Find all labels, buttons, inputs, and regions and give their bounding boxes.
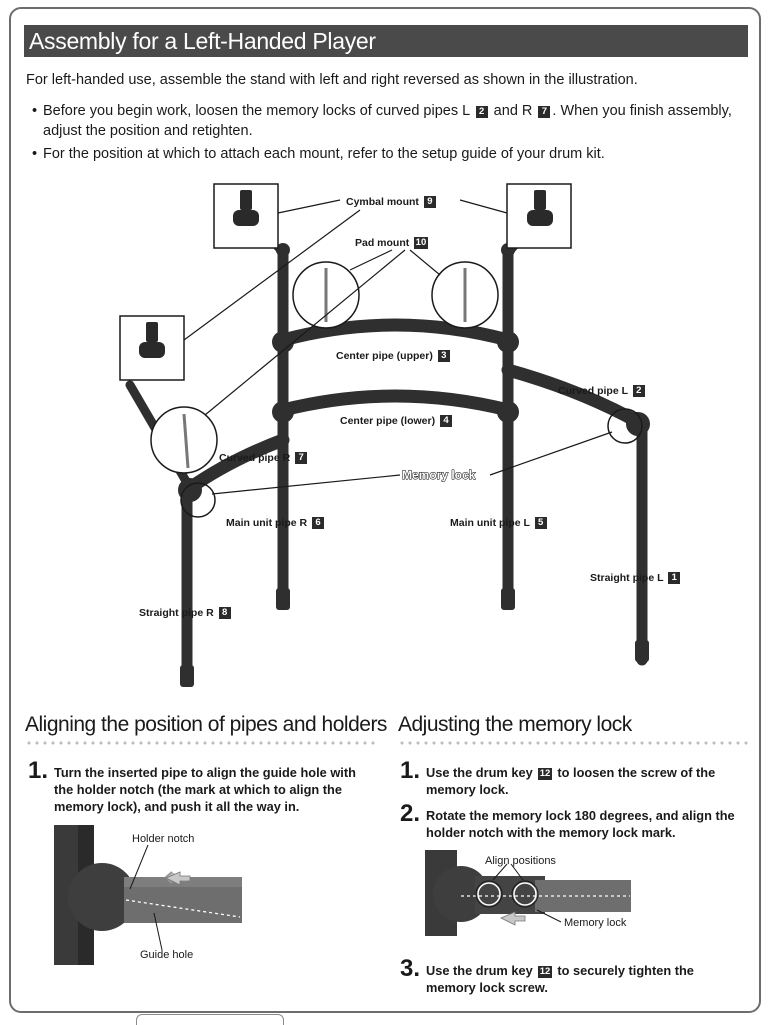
bullet-text: For the position at which to attach each… [43,146,605,162]
memory-lock-circle [180,482,216,518]
bullet-text: . When you finish assembly, adjust the p… [43,103,732,139]
memory-step-2: 2. Rotate the memory lock 180 degrees, a… [400,801,740,841]
step-number: 1. [400,757,421,784]
memory-lock-photo [425,850,631,936]
foot-shape [635,640,649,662]
pad-mount-detail-circle [150,406,218,474]
part-number-badge: 6 [312,517,324,529]
title-bar: Assembly for a Left-Handed Player [24,25,748,57]
step-text: Turn the inserted pipe to align the guid… [54,765,356,814]
step-text: Use the drum key 12 to securely tighten … [426,963,694,995]
clamp-shape [276,243,290,257]
drum-key-badge: 12 [538,768,552,780]
label-pad-mount: Pad mount 10 [355,237,428,249]
part-number-badge: 1 [668,572,681,584]
page-frame [9,7,761,1013]
part-number-badge: 5 [534,517,547,529]
curved-pipe-l-shape [501,363,645,429]
center-pipe-upper-shape [276,318,515,347]
step-number: 1. [28,757,49,784]
clamp-shape [272,401,294,423]
label-align-positions: Align positions [485,855,556,867]
section-title-memory-lock: Adjusting the memory lock [398,713,632,736]
bullet-item: Before you begin work, loosen the memory… [32,101,752,141]
stand-illustration [119,183,650,687]
section-title-aligning: Aligning the position of pipes and holde… [25,713,387,736]
label-straight-pipe-r: Straight pipe R 8 [139,607,233,620]
step-number: 3. [400,955,421,982]
section-divider [398,741,748,745]
stand-assembly-diagram: Cymbal mount 9 Pad mount 10 Center pipe … [0,170,772,700]
clamp-shape [497,401,519,423]
label-holder-notch: Holder notch [132,833,195,845]
part-number-badge: 3 [437,350,450,362]
section-divider [25,741,377,745]
memory-step-1: 1. Use the drum key 12 to loosen the scr… [400,758,740,798]
step-text: Use the drum key 12 to loosen the screw … [426,765,716,797]
label-curved-pipe-l: Curved pipe L 2 [558,385,647,398]
part-number-badge: 4 [440,415,453,427]
step-text: Rotate the memory lock 180 degrees, and … [426,808,735,840]
label-memory-lock-photo: Memory lock [564,917,627,929]
clamp-shape [626,412,650,436]
center-pipe-lower-shape [276,389,515,417]
foot-shape [180,665,194,687]
label-center-pipe-lower: Center pipe (lower) 4 [340,415,454,428]
memory-step-3: 3. Use the drum key 12 to securely tight… [400,956,740,996]
page-tab [136,1014,284,1025]
part-number-badge: 10 [414,237,428,249]
align-photo [54,825,242,965]
part-number-badge: 8 [218,607,231,619]
part-number-badge: 7 [295,452,308,464]
foot-shape [276,588,290,610]
label-guide-hole: Guide hole [140,949,194,961]
drum-key-badge: 12 [538,966,552,978]
label-center-pipe-upper: Center pipe (upper) 3 [336,350,452,363]
part-number-badge: 9 [423,196,436,208]
bullet-text: Before you begin work, loosen the memory… [43,103,474,119]
clamp-shape [272,331,294,353]
step-number: 2. [400,800,421,827]
label-curved-pipe-r: Curved pipe R 7 [219,452,309,465]
page-title: Assembly for a Left-Handed Player [29,28,376,54]
clamp-shape [178,478,202,502]
memory-lock-circle [607,408,643,444]
label-cymbal-mount: Cymbal mount 9 [346,196,438,209]
intro-text: For left-handed use, assemble the stand … [26,72,638,88]
bullet-list: Before you begin work, loosen the memory… [32,101,752,167]
bullet-item: For the position at which to attach each… [32,144,752,164]
label-memory-lock: Memory lock [402,468,476,482]
clamp-shape [497,331,519,353]
part-number-badge: 2 [632,385,645,397]
part-number-badge: 7 [538,106,551,118]
label-main-unit-pipe-r: Main unit pipe R 6 [226,517,326,530]
label-main-unit-pipe-l: Main unit pipe L 5 [450,517,549,530]
align-step-1: 1. Turn the inserted pipe to align the g… [28,758,378,815]
label-straight-pipe-l: Straight pipe L 1 [590,572,682,585]
foot-shape [501,588,515,610]
part-number-badge: 2 [475,106,488,118]
bullet-text: and R [489,103,537,119]
